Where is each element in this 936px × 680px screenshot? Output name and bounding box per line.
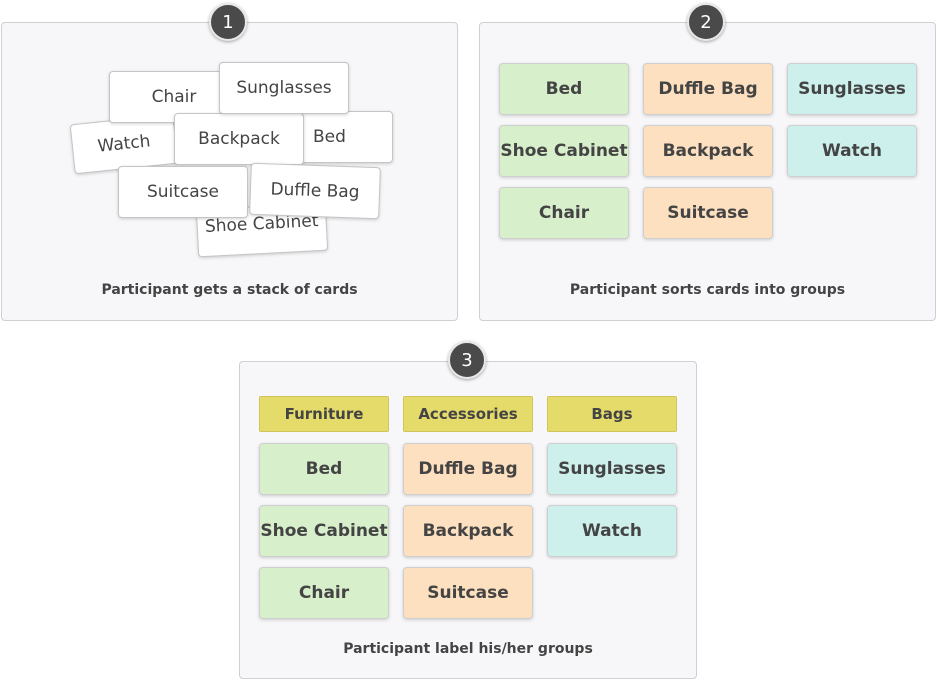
loose-card-duffle-bag[interactable]: Duffle Bag (249, 162, 381, 220)
sorted-card-duffle-bag[interactable]: Duffle Bag (643, 63, 773, 115)
step-1-panel: Watch Bed Chair Backpack Sunglasses Shoe… (1, 22, 458, 321)
sorted-card-backpack[interactable]: Backpack (643, 125, 773, 177)
loose-card-backpack[interactable]: Backpack (174, 113, 304, 165)
step-2-panel: Bed Shoe Cabinet Chair Duffle Bag Backpa… (479, 22, 936, 321)
loose-card-suitcase[interactable]: Suitcase (118, 166, 248, 218)
loose-card-sunglasses[interactable]: Sunglasses (219, 62, 349, 114)
step-3-number-badge: 3 (448, 341, 486, 379)
sorted-card-watch[interactable]: Watch (787, 125, 917, 177)
labeled-card-suitcase[interactable]: Suitcase (403, 567, 533, 619)
step-3-panel: Furniture Accessories Bags Bed Shoe Cabi… (239, 361, 697, 679)
labeled-card-watch[interactable]: Watch (547, 505, 677, 557)
labeled-card-bed[interactable]: Bed (259, 443, 389, 495)
labeled-card-backpack[interactable]: Backpack (403, 505, 533, 557)
group-label-accessories[interactable]: Accessories (403, 396, 533, 432)
sorted-card-suitcase[interactable]: Suitcase (643, 187, 773, 239)
loose-card-bed[interactable]: Bed (288, 111, 393, 163)
step-2-number-badge: 2 (687, 3, 725, 41)
group-label-furniture[interactable]: Furniture (259, 396, 389, 432)
labeled-card-sunglasses[interactable]: Sunglasses (547, 443, 677, 495)
step-1-number-badge: 1 (209, 3, 247, 41)
step-1-caption: Participant gets a stack of cards (101, 282, 358, 298)
labeled-card-chair[interactable]: Chair (259, 567, 389, 619)
sorted-card-sunglasses[interactable]: Sunglasses (787, 63, 917, 115)
sorted-card-shoe-cabinet[interactable]: Shoe Cabinet (499, 125, 629, 177)
step-3-caption: Participant label his/her groups (343, 641, 593, 657)
step-2-caption: Participant sorts cards into groups (569, 282, 846, 298)
group-label-bags[interactable]: Bags (547, 396, 677, 432)
sorted-card-bed[interactable]: Bed (499, 63, 629, 115)
sorted-card-chair[interactable]: Chair (499, 187, 629, 239)
labeled-card-duffle-bag[interactable]: Duffle Bag (403, 443, 533, 495)
labeled-card-shoe-cabinet[interactable]: Shoe Cabinet (259, 505, 389, 557)
